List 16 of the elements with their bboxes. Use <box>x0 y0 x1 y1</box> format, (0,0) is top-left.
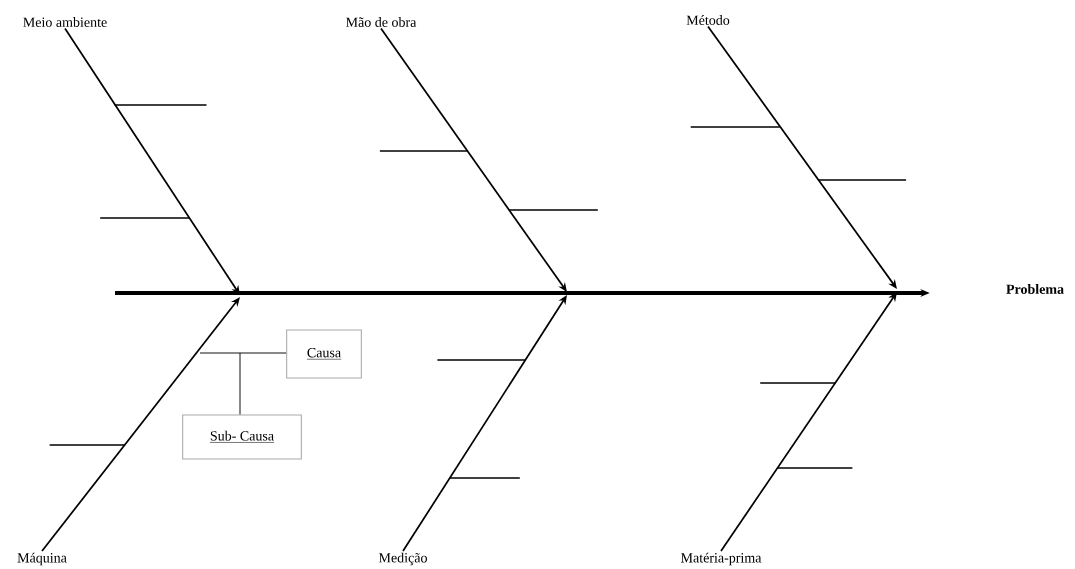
fishbone-arrow <box>720 292 897 552</box>
category-label: Método <box>686 15 730 25</box>
category-label: Matéria-prima <box>681 552 762 566</box>
problem-label: Problema <box>1006 284 1064 294</box>
fishbone-arrow <box>380 27 567 292</box>
cause-box: Sub- Causa <box>182 414 302 460</box>
category-label: Medição <box>378 552 427 566</box>
fishbone-arrow <box>707 25 897 289</box>
category-label: Mão de obra <box>346 17 417 27</box>
category-label: Meio ambiente <box>23 17 107 27</box>
connector-line <box>239 352 241 415</box>
connector-line <box>199 352 287 354</box>
fishbone-arrow <box>41 297 240 552</box>
fishbone-arrow <box>402 295 567 552</box>
category-label: Máquina <box>17 552 67 566</box>
cause-box: Causa <box>286 329 362 379</box>
